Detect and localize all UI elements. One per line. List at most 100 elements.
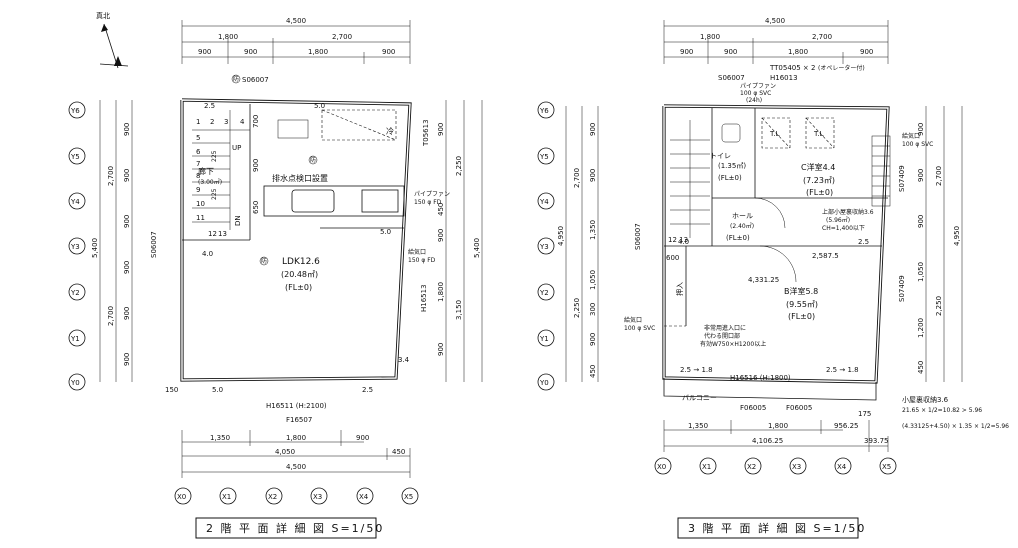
floor2-ldim-sub-6: 900 <box>123 353 131 366</box>
floor2-ldim-sub-2: 900 <box>123 169 131 182</box>
floor3-dim-total: 4,500 <box>765 17 785 25</box>
floor2-win-right-top: T05613 <box>422 119 430 147</box>
floor2-bottom-dimensions: 1,350 1,800 900 4,050 450 4,500 <box>181 430 411 478</box>
grid-y4: Y4 <box>539 198 549 206</box>
grid-y1: Y1 <box>539 335 549 343</box>
floor3-dim-4331: 4,331.25 <box>748 276 779 284</box>
floor3-dim-175: 175 <box>858 410 871 418</box>
floor2-dim-650: 650 <box>252 201 260 214</box>
floor2-bdim-5: 450 <box>392 448 405 456</box>
floor3-dim-sub-2: 900 <box>724 48 737 56</box>
floor2-stairs: 1 2 3 4 5 6 7 8 9 10 11 12 13 <box>192 110 250 238</box>
floor3-grid-x: X0 X1 X2 X3 X4 X5 <box>654 457 897 475</box>
floor2-grid-y: Y6 Y5 Y4 Y3 Y2 Y1 Y0 <box>68 101 86 391</box>
floor3-right-dimensions: 900 900 900 1,050 1,200 450 2,700 2,250 … <box>917 106 963 382</box>
svg-text:防: 防 <box>261 257 267 265</box>
north-label: 真北 <box>96 11 110 20</box>
floor3-dim-1213: 12 13 <box>668 236 688 244</box>
floor3-emergency2: 代わる開口部 <box>704 332 740 340</box>
floor2-drain: 排水点検口設置 <box>272 173 328 183</box>
floor3-toilet-fl: (FL±0) <box>718 174 742 182</box>
grid-y5: Y5 <box>70 153 80 161</box>
stair-num: 1 <box>196 118 200 126</box>
floor2-rdim-sub-1: 900 <box>437 123 445 136</box>
floor3-hall: ホール <box>732 212 753 220</box>
floor2-walls: 1 2 3 4 5 6 7 8 9 10 11 12 13 廊下 (3.00㎡)… <box>180 98 412 382</box>
floor2-rdim-sub-4: 1,800 <box>437 282 445 302</box>
floor3-plan: 4,500 1,800 2,700 900 900 1,800 900 TT05… <box>537 17 1009 539</box>
stair-num: 5 <box>196 134 200 142</box>
grid-x1: X1 <box>702 463 711 471</box>
floor2-dim-sub-3: 1,800 <box>308 48 328 56</box>
floor2-room-fl: (FL±0) <box>285 283 312 292</box>
floor2-hall: 廊下 <box>198 166 214 176</box>
floor2-ldim-sub-3: 900 <box>123 215 131 228</box>
stair-num: 7 <box>196 160 200 168</box>
floor3-toilet-area: (1.35㎡) <box>718 162 746 170</box>
floor3-rdim-sub-1: 900 <box>917 123 925 136</box>
svg-text:防: 防 <box>233 75 239 83</box>
floor3-hall-fl: (FL±0) <box>726 234 750 242</box>
north-arrow: 真北 <box>96 11 129 69</box>
floor3-room-c-fl: (FL±0) <box>806 188 833 197</box>
floor3-room-b-area: (9.55㎡) <box>786 300 818 309</box>
floor2-bdim-total: 4,500 <box>286 463 306 471</box>
floor3-wall-18b: 2.5 → 1.8 <box>826 366 859 374</box>
floor2-left-dimensions: 5,400 2,700 2,700 900 900 900 900 900 90… <box>91 100 133 382</box>
floor2-ldim-mid-1: 2,700 <box>107 166 115 186</box>
floor3-stair-right <box>871 135 891 207</box>
floor3-stair-left <box>670 120 710 238</box>
floor2-dim-mid-2: 2,700 <box>332 33 352 41</box>
floor2-ldim-mid-2: 2,700 <box>107 306 115 326</box>
floor3-rdim-sub-6: 450 <box>917 361 925 374</box>
grid-x1: X1 <box>222 493 231 501</box>
floor2-dim-34: 3.4 <box>398 356 410 364</box>
floor2-wall-left: 4.0 <box>202 250 213 258</box>
floor3-tl-1: T.L <box>769 130 780 138</box>
floor3-win-bottom: H16516 (H:1800) <box>730 374 791 382</box>
floor3-storage-area: (5.96㎡) <box>826 216 850 224</box>
floor3-rdim-mid-1: 2,700 <box>935 166 943 186</box>
floor2-ldim-sub-4: 900 <box>123 261 131 274</box>
floor3-win-top1-note: (オペレーター付) <box>818 64 865 72</box>
floor2-grid-x: X0 X1 X2 X3 X4 X5 <box>174 487 419 505</box>
grid-x3: X3 <box>313 493 322 501</box>
floor2-dim-225a: 225 <box>211 150 218 162</box>
floor3-rdim-mid-2: 2,250 <box>935 296 943 316</box>
floor2-dim-150: 150 <box>165 386 178 394</box>
grid-y1: Y1 <box>70 335 80 343</box>
floor2-dim-700: 700 <box>252 115 260 128</box>
floor3-room-b: B洋室5.8 <box>784 286 818 296</box>
floor2-bdim-4: 4,050 <box>275 448 295 456</box>
grid-y2: Y2 <box>70 289 80 297</box>
floor3-bdim-5: 393.75 <box>864 437 889 445</box>
grid-y2: Y2 <box>539 289 549 297</box>
floor2-dim-mid-1: 1,800 <box>218 33 238 41</box>
floor2-vent: 給気口 <box>408 248 426 256</box>
grid-y6: Y6 <box>539 107 549 115</box>
floor3-pipe-fan-sub2: (24h) <box>746 97 762 104</box>
floor3-ldim-sub-6: 900 <box>589 333 597 346</box>
floor2-up: UP <box>232 144 241 152</box>
floor3-win-top1: TT05405 × 2 <box>769 64 815 72</box>
floor3-wall-40: 4.0 <box>678 238 689 246</box>
floor3-note-1: 小屋裏収納3.6 <box>902 395 949 404</box>
floor3-ldim-mid-1: 2,700 <box>573 168 581 188</box>
floor3-ldim-sub-2: 900 <box>589 169 597 182</box>
floor3-top-dimensions: 4,500 1,800 2,700 900 900 1,800 900 <box>663 17 889 64</box>
floor3-title: 3 階 平 面 詳 細 図 S=1/50 <box>688 521 866 535</box>
floor2-fridge: 冷 <box>386 126 394 136</box>
floor2-wall-25: 2.5 <box>204 102 215 110</box>
floor3-vent-right-sub: 100 φ SVC <box>902 141 933 148</box>
grid-x2: X2 <box>268 493 277 501</box>
grid-y0: Y0 <box>70 379 80 387</box>
floor3-ldim-sub-3: 1,350 <box>589 220 597 240</box>
stair-num: 12 <box>208 230 217 238</box>
floor3-storage-ch: CH=1,400以下 <box>822 225 865 232</box>
floor2-win-top: S06007 <box>242 76 269 84</box>
floor3-grid-y: Y6 Y5 Y4 Y3 Y2 Y1 Y0 <box>537 101 555 391</box>
floor3-vent-left: 給気口 <box>624 316 642 324</box>
grid-y3: Y3 <box>539 243 549 251</box>
floor3-wall-18a: 2.5 → 1.8 <box>680 366 713 374</box>
floor3-walls <box>662 104 891 401</box>
